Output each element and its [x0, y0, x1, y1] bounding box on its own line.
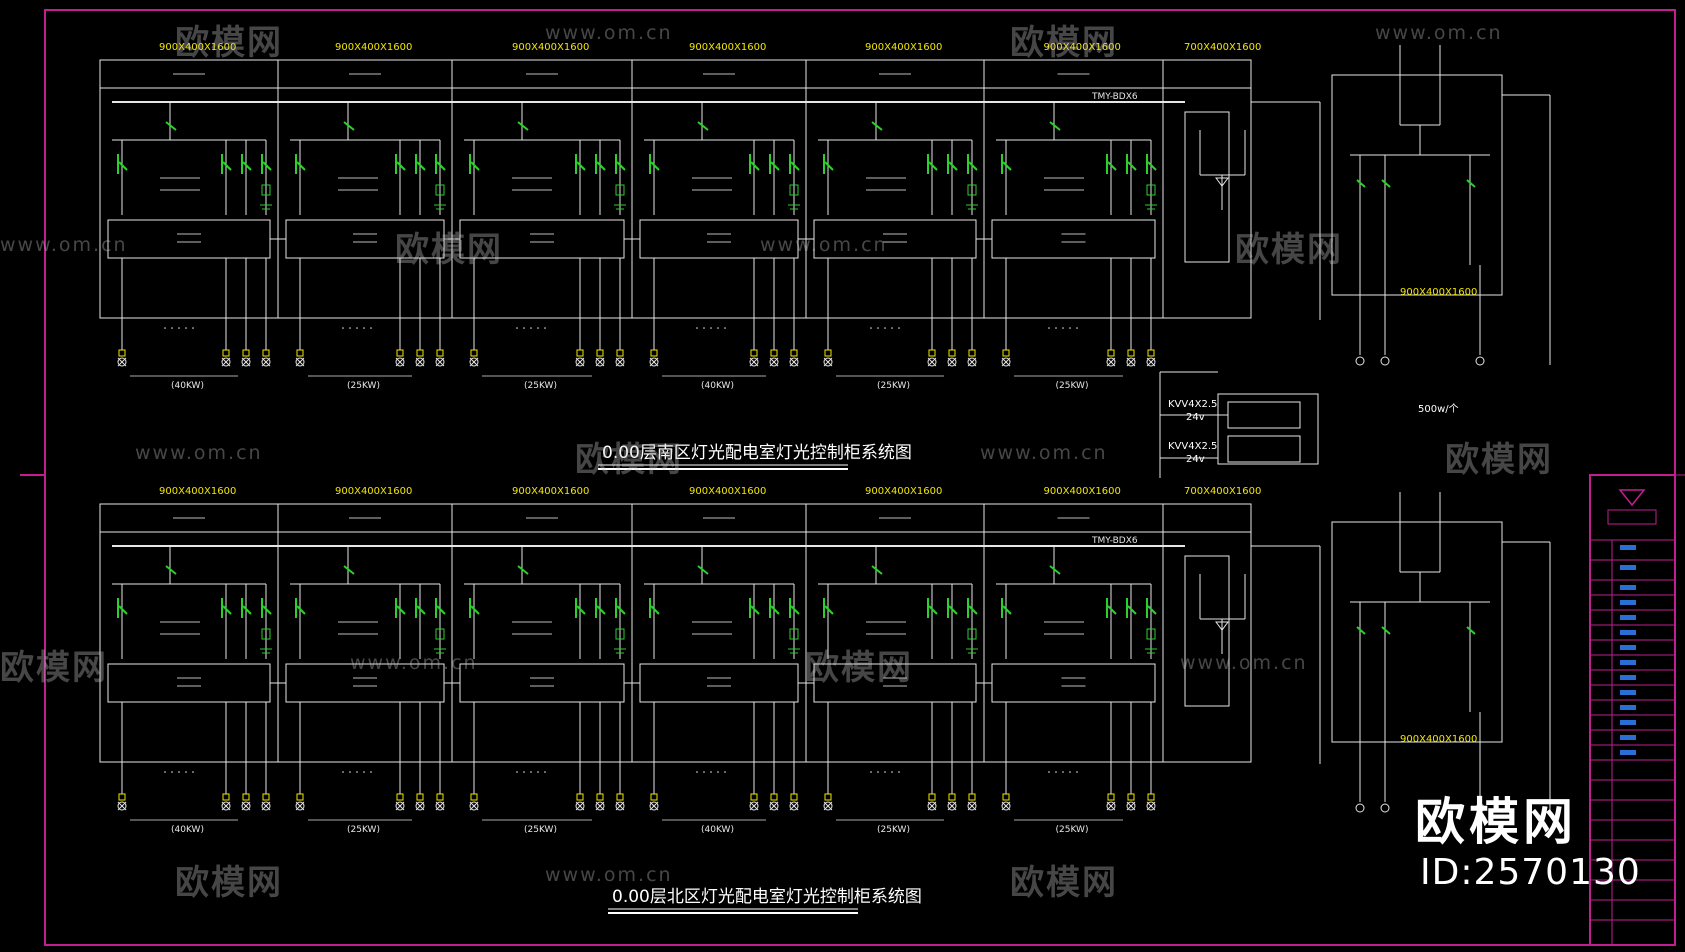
dual-power-panel	[1162, 59, 1252, 319]
load-rating: (25KW)	[524, 825, 557, 835]
top-section-title: 0.00层南区灯光配电室灯光控制柜系统图	[602, 443, 912, 463]
panel-dimension: 900X400X1600	[689, 486, 766, 497]
panel-dimension: 900X400X1600	[1044, 486, 1121, 497]
load-rating: (25KW)	[1056, 825, 1089, 835]
load-rating: (25KW)	[1056, 381, 1089, 391]
distribution-panel	[1331, 521, 1503, 743]
top-section: TMY-BDX6 900X400X1600 (40KW) 900X400X1600 (2…	[99, 42, 1321, 391]
panel-dimension: 900X400X1600	[865, 42, 942, 53]
panel-dimension: 900X400X1600	[335, 42, 412, 53]
cable-label: KVV4X2.5	[1168, 399, 1217, 410]
load-rating: (40KW)	[171, 381, 204, 391]
cable-label: KVV4X2.5	[1168, 441, 1217, 452]
load-rating: (25KW)	[347, 381, 380, 391]
bottom-section-title: 0.00层北区灯光配电室灯光控制柜系统图	[612, 887, 922, 907]
panel-dimension: 900X400X1600	[159, 42, 236, 53]
panel-dimension: 900X400X1600	[335, 486, 412, 497]
right-panels: 900X400X1600 900X400X1600	[1331, 45, 1551, 813]
distribution-panel	[1331, 74, 1503, 296]
load-rating: (40KW)	[171, 825, 204, 835]
bottom-section: TMY-BDX6 900X400X1600 (40KW) 900X400X1600 (2…	[99, 486, 1321, 835]
control-box-group	[1217, 393, 1319, 465]
busbar-label: TMY-BDX6	[1091, 536, 1138, 546]
panel-dimension: 700X400X1600	[1184, 486, 1261, 497]
panel-dimension: 700X400X1600	[1184, 42, 1261, 53]
panel-dimension: 900X400X1600	[512, 42, 589, 53]
panel-dimension: 900X400X1600	[1044, 42, 1121, 53]
load-rating: (25KW)	[347, 825, 380, 835]
title-block	[1589, 474, 1676, 946]
cable-voltage: 24v	[1186, 454, 1205, 465]
load-rating: (25KW)	[877, 381, 910, 391]
panel-dimension: 900X400X1600	[512, 486, 589, 497]
load-rating: (25KW)	[524, 381, 557, 391]
panel-dimension: 900X400X1600	[865, 486, 942, 497]
middle-control-column	[1159, 371, 1319, 478]
load-rating: (25KW)	[877, 825, 910, 835]
brand-logo-text: 欧模网	[1415, 793, 1577, 851]
right-panel-dimension: 900X400X1600	[1400, 734, 1477, 745]
right-unit-price: 500w/个	[1418, 403, 1459, 415]
right-panel-dimension: 900X400X1600	[1400, 287, 1477, 298]
brand-id: ID:2570130	[1420, 852, 1641, 893]
load-rating: (40KW)	[701, 381, 734, 391]
panel-dimension: 900X400X1600	[159, 486, 236, 497]
control-box	[1227, 435, 1301, 463]
panel-dimension: 900X400X1600	[689, 42, 766, 53]
busbar-label: TMY-BDX6	[1091, 92, 1138, 102]
load-rating: (40KW)	[701, 825, 734, 835]
dual-power-panel	[1162, 503, 1252, 763]
cable-voltage: 24v	[1186, 412, 1205, 423]
